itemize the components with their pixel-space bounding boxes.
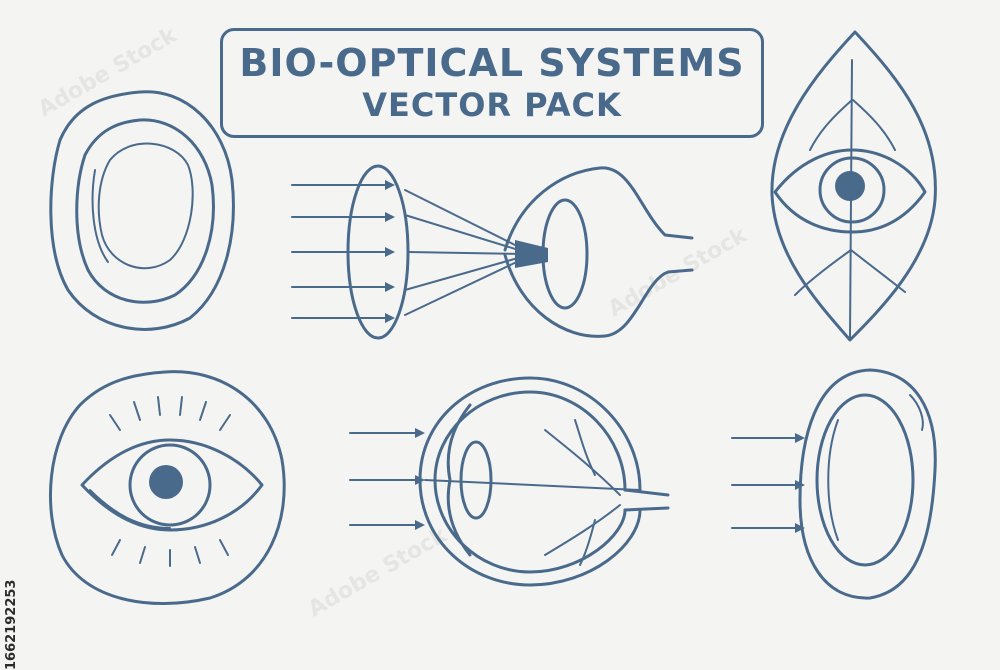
- cell-lens-icon: [49, 90, 235, 331]
- lens-focusing-eye-icon: [291, 164, 694, 340]
- light-entering-cell-icon: [731, 368, 937, 600]
- title-box: BIO-OPTICAL SYSTEMS VECTOR PACK: [220, 28, 764, 138]
- eye-lashes-icon: [48, 370, 286, 605]
- eyeball-cross-section-icon: [349, 376, 670, 587]
- leaf-eye-icon: [770, 30, 937, 342]
- title-line-2: VECTOR PACK: [362, 86, 622, 124]
- title-line-1: BIO-OPTICAL SYSTEMS: [239, 41, 745, 85]
